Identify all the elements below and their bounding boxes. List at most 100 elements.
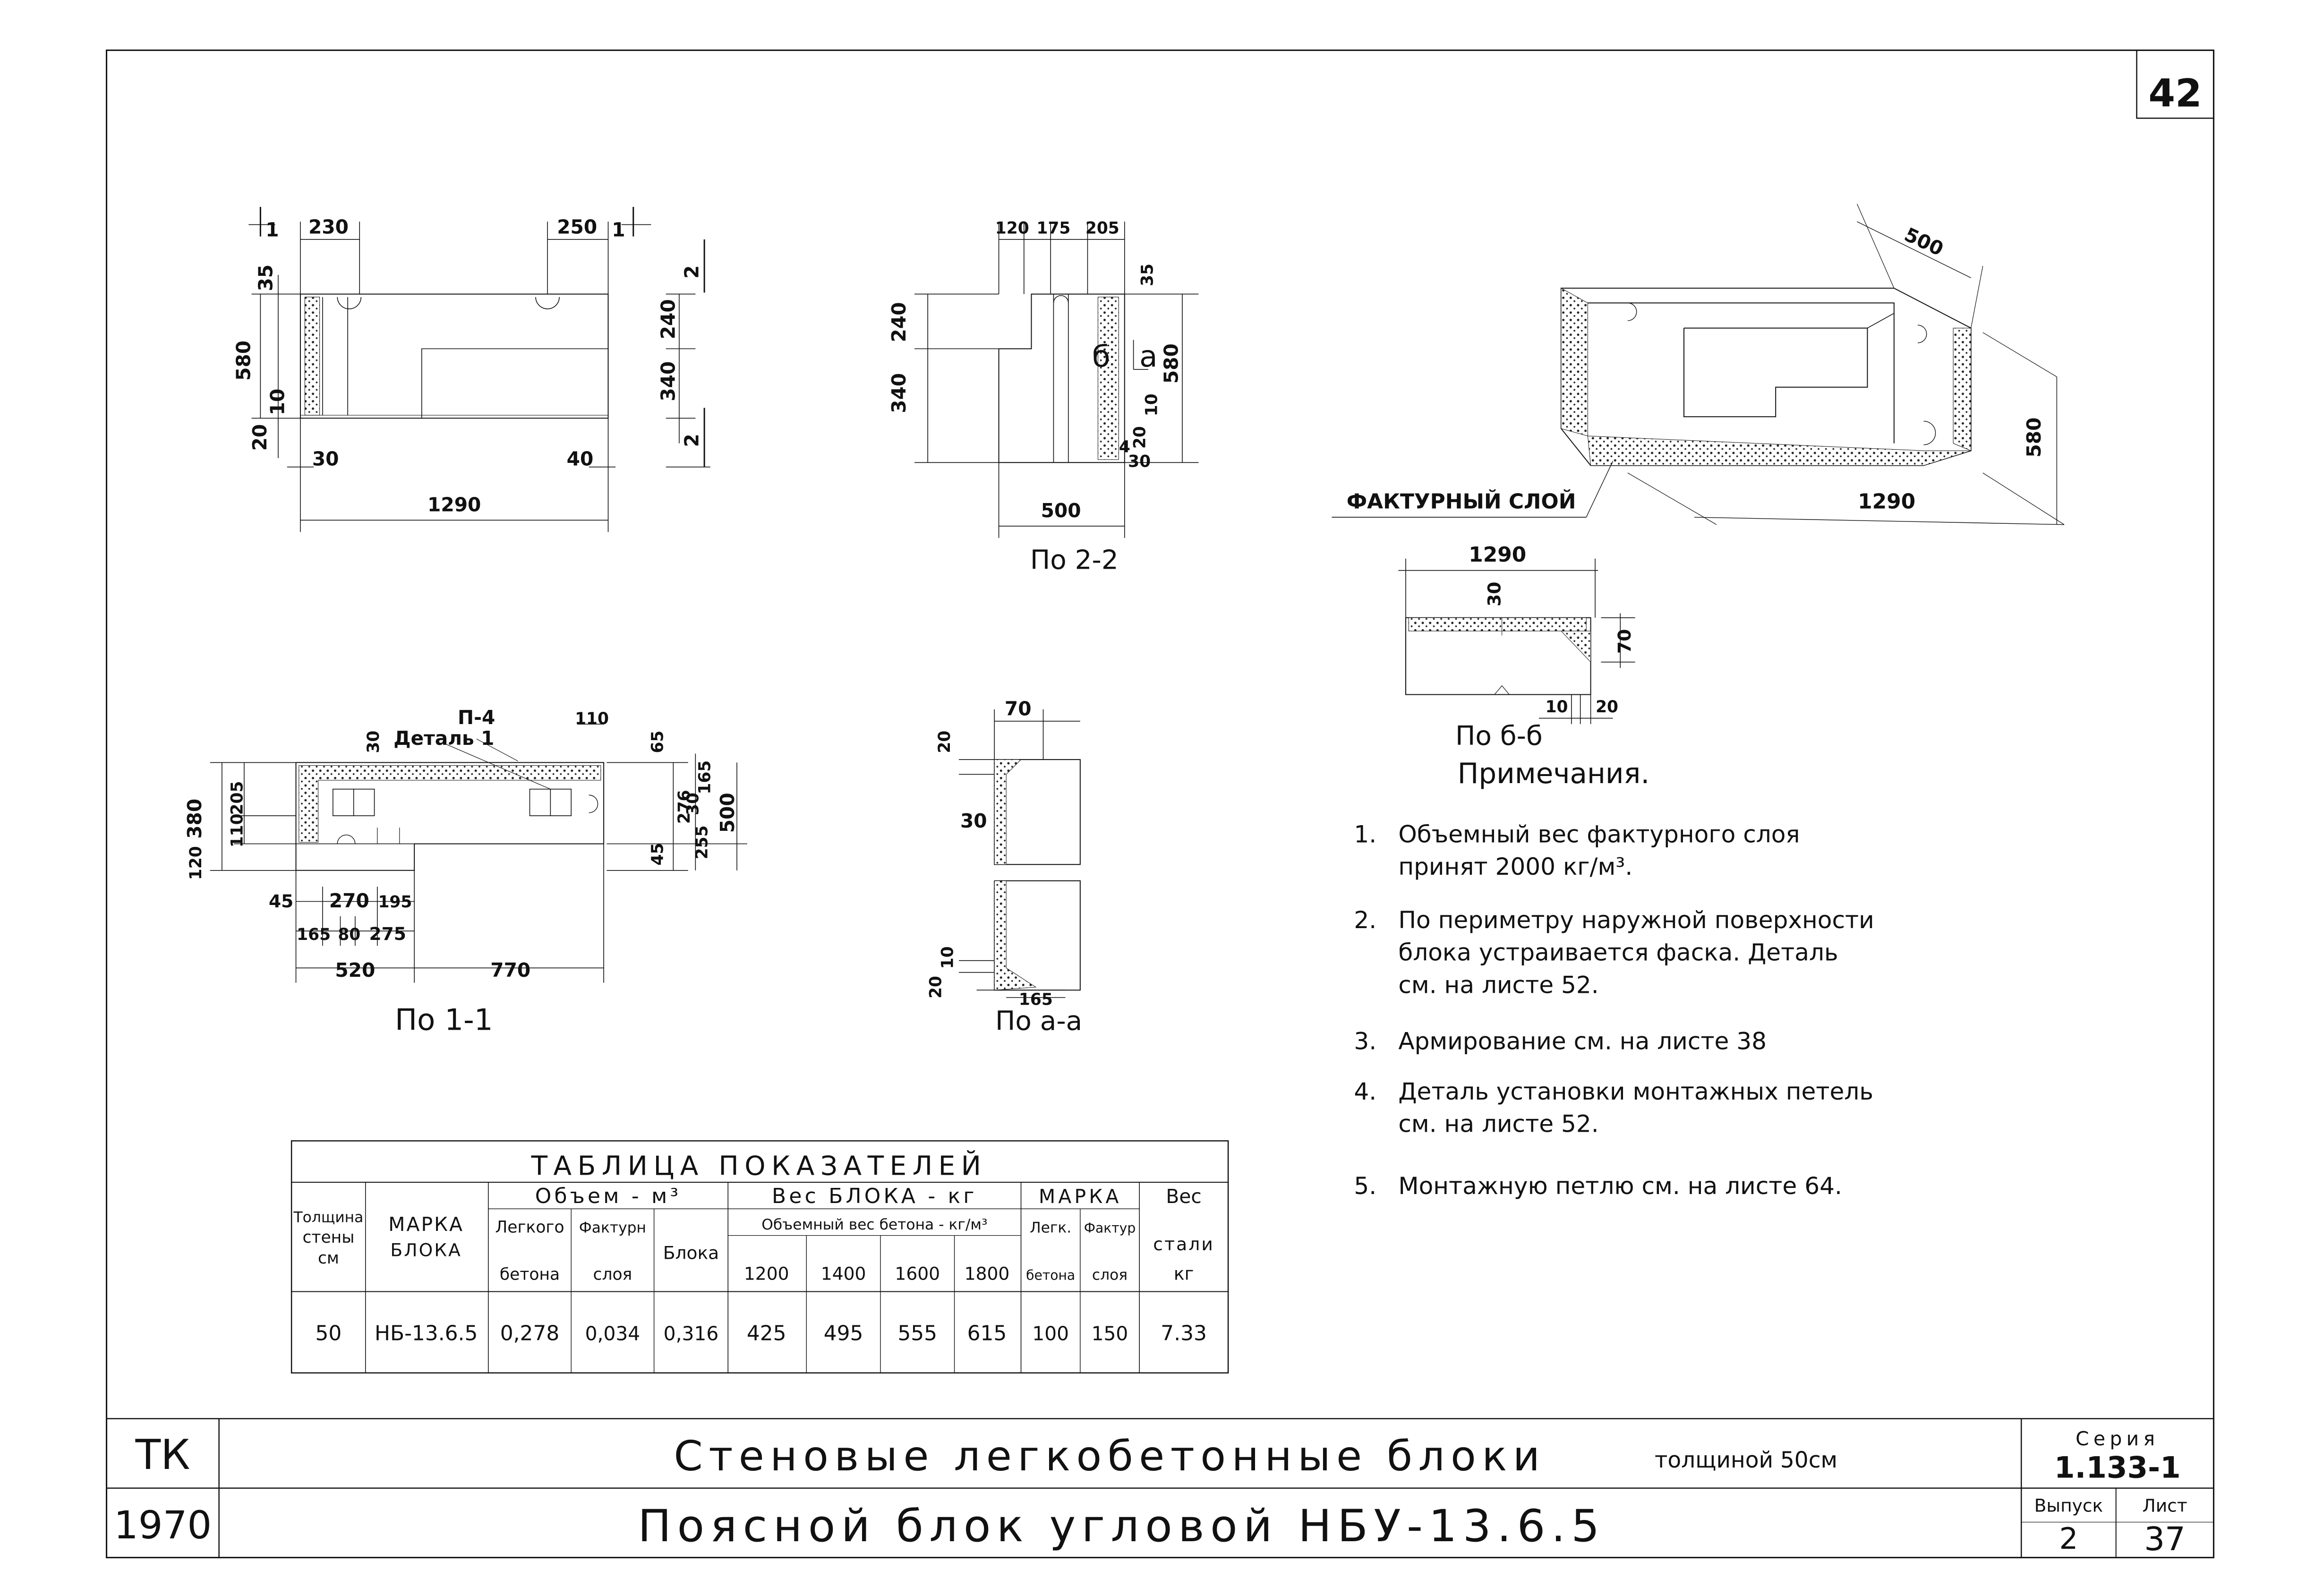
header-grade-fact-1: Фактур — [1084, 1220, 1136, 1236]
dim-label: 20 — [248, 424, 271, 451]
dim-label: 1290 — [427, 494, 481, 516]
note-number: 2. — [1354, 906, 1376, 934]
dim-label: 20 — [926, 976, 945, 999]
header-grade-light-1: Легк. — [1030, 1219, 1071, 1236]
dim-label: 10 — [1143, 393, 1162, 416]
dim-label: 65 — [648, 731, 667, 753]
dim-label: 110 — [575, 709, 609, 728]
dim-label: 1 — [265, 219, 279, 241]
header-steel-3: кг — [1174, 1263, 1194, 1284]
header-steel-1: Вес — [1166, 1185, 1201, 1208]
dim-label: 110 — [228, 813, 247, 847]
dim-label: 205 — [228, 781, 247, 815]
cell-w1400: 495 — [824, 1322, 863, 1346]
dim-label: 580 — [1160, 343, 1183, 384]
dim-label: 340 — [888, 373, 910, 413]
dim-label: 205 — [1085, 219, 1119, 238]
dim-label: 240 — [888, 302, 910, 342]
header-volume: Объем - м³ — [535, 1184, 682, 1208]
dim-label: 70 — [1005, 697, 1032, 720]
dim-label: 580 — [2023, 418, 2045, 458]
dim-label: 275 — [369, 923, 406, 944]
header-w1200: 1200 — [744, 1263, 789, 1284]
header-vol-light-2: бетона — [500, 1265, 560, 1284]
dim-label: 230 — [308, 215, 349, 238]
sheet-number: 42 — [2148, 71, 2202, 116]
cell-grade-light: 100 — [1032, 1323, 1069, 1345]
header-weight-sub: Объемный вес бетона - кг/м³ — [761, 1216, 987, 1233]
note-line: см. на листе 52. — [1398, 1110, 1598, 1138]
dim-label: 4 — [1119, 437, 1130, 456]
dim-label: 165 — [1019, 990, 1053, 1009]
axonometric-view — [1332, 204, 2064, 525]
dim-label: 520 — [335, 959, 375, 981]
dim-label: 30 — [1128, 452, 1151, 471]
sheet-frame — [107, 50, 2214, 1557]
dim-label: 1290 — [1469, 543, 1526, 567]
cell-w1600: 555 — [897, 1322, 937, 1346]
notes-title: Примечания. — [1458, 758, 1650, 790]
cell-w1200: 425 — [747, 1322, 786, 1346]
dim-label: 10 — [938, 946, 957, 969]
dim-label: 30 — [960, 810, 987, 832]
cell-grade-fact: 150 — [1092, 1323, 1128, 1345]
dim-label: 175 — [1036, 219, 1070, 238]
section-mark: а — [1139, 339, 1157, 374]
header-w1400: 1400 — [821, 1263, 866, 1284]
year-label: 1970 — [114, 1503, 212, 1548]
dim-label: 2 — [681, 265, 703, 279]
section-a-a — [959, 709, 1080, 998]
header-vol-fact-1: Фактурн — [579, 1219, 646, 1236]
note-line: По периметру наружной поверхности — [1398, 906, 1874, 934]
sheet-label: Лист — [2142, 1495, 2187, 1516]
section-2-2 — [914, 222, 1198, 538]
header-vol-fact-2: слоя — [593, 1265, 632, 1284]
dim-label: 250 — [557, 215, 597, 238]
dim-label: 80 — [338, 925, 360, 944]
section-mark: б — [1092, 339, 1111, 374]
org-label: ТК — [135, 1431, 190, 1479]
dim-label: 20 — [935, 731, 954, 753]
note-number: 5. — [1354, 1172, 1376, 1200]
plan-dims: 230 250 1 1 1290 30 40 580 35 20 10 240 … — [232, 215, 703, 516]
dim-label: 1290 — [1858, 489, 1915, 513]
note-line: блока устраивается фаска. Деталь — [1398, 939, 1838, 966]
header-mark-1: МАРКА — [388, 1213, 464, 1236]
section-1-1-labels: П-4 Деталь 1 30 110 65 380 205 110 120 1… — [183, 706, 739, 1037]
dim-label: 20 — [1131, 426, 1150, 449]
dim-label: 45 — [648, 843, 667, 865]
header-w1800: 1800 — [965, 1263, 1010, 1284]
header-wall-2: стены — [302, 1228, 354, 1247]
section-b-b-labels: 1290 30 70 10 20 По б-б — [1455, 543, 1635, 751]
dim-label: 270 — [329, 889, 369, 912]
title-block — [107, 1419, 2214, 1558]
header-vol-light-1: Легкого — [495, 1218, 564, 1237]
view-label: По 1-1 — [395, 1003, 493, 1037]
dim-label: 770 — [490, 959, 530, 981]
dim-label: 380 — [183, 799, 206, 839]
view-label: По а-а — [995, 1006, 1082, 1037]
facing-layer-label: ФАКТУРНЫЙ СЛОЙ — [1347, 488, 1576, 513]
note-number: 3. — [1354, 1027, 1376, 1055]
series-label: Серия — [2076, 1427, 2159, 1450]
note-line: Объемный вес фактурного слоя — [1398, 820, 1800, 848]
dim-label: 165 — [297, 925, 331, 944]
issue-label: Выпуск — [2034, 1495, 2103, 1516]
header-w1600: 1600 — [895, 1263, 940, 1284]
header-grade-light-2: бетона — [1026, 1267, 1075, 1283]
title-line-1-suffix: толщиной 50см — [1655, 1447, 1837, 1473]
dim-label: 276 — [675, 790, 694, 824]
axonometric-labels: ФАКТУРНЫЙ СЛОЙ 1290 500 580 — [1347, 223, 2045, 513]
dim-label: 20 — [1596, 698, 1618, 717]
section-1-1 — [210, 724, 747, 983]
dim-label: 30 — [684, 793, 703, 815]
header-weight: Вес БЛОКА - кг — [772, 1184, 977, 1208]
dim-label: 35 — [1138, 264, 1157, 286]
dim-label: 1 — [612, 219, 625, 241]
cell-vol-fact: 0,034 — [585, 1323, 641, 1345]
dim-label: 30 — [312, 448, 339, 470]
notes-block: Примечания. 1. Объемный вес фактурного с… — [1354, 758, 1874, 1200]
dim-label: 70 — [1614, 629, 1635, 654]
dim-label: 195 — [378, 893, 412, 912]
